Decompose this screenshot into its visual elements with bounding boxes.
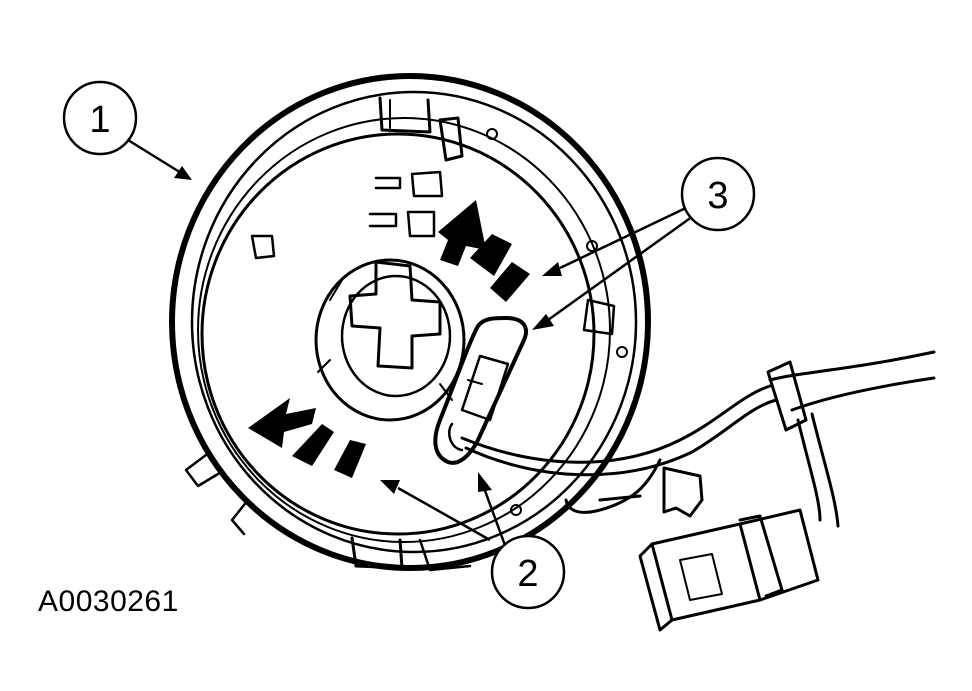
leader-lines — [127, 138, 697, 549]
clockspring-housing — [169, 73, 651, 572]
callout-2-label: 2 — [517, 553, 538, 595]
callout-2: 2 — [490, 534, 566, 610]
electrical-plug — [638, 508, 820, 632]
callout-1-label: 1 — [89, 99, 110, 141]
callout-3: 3 — [680, 156, 756, 232]
callout-3-label: 3 — [707, 175, 728, 217]
center-hub — [314, 258, 466, 422]
connector — [433, 316, 528, 465]
arrow-group-upper — [438, 200, 530, 302]
wire-harness — [460, 350, 936, 528]
face-details — [250, 170, 444, 260]
figure-id: A0030261 — [38, 585, 179, 618]
callout-1: 1 — [62, 80, 138, 156]
arrow-group-lower — [248, 398, 366, 478]
